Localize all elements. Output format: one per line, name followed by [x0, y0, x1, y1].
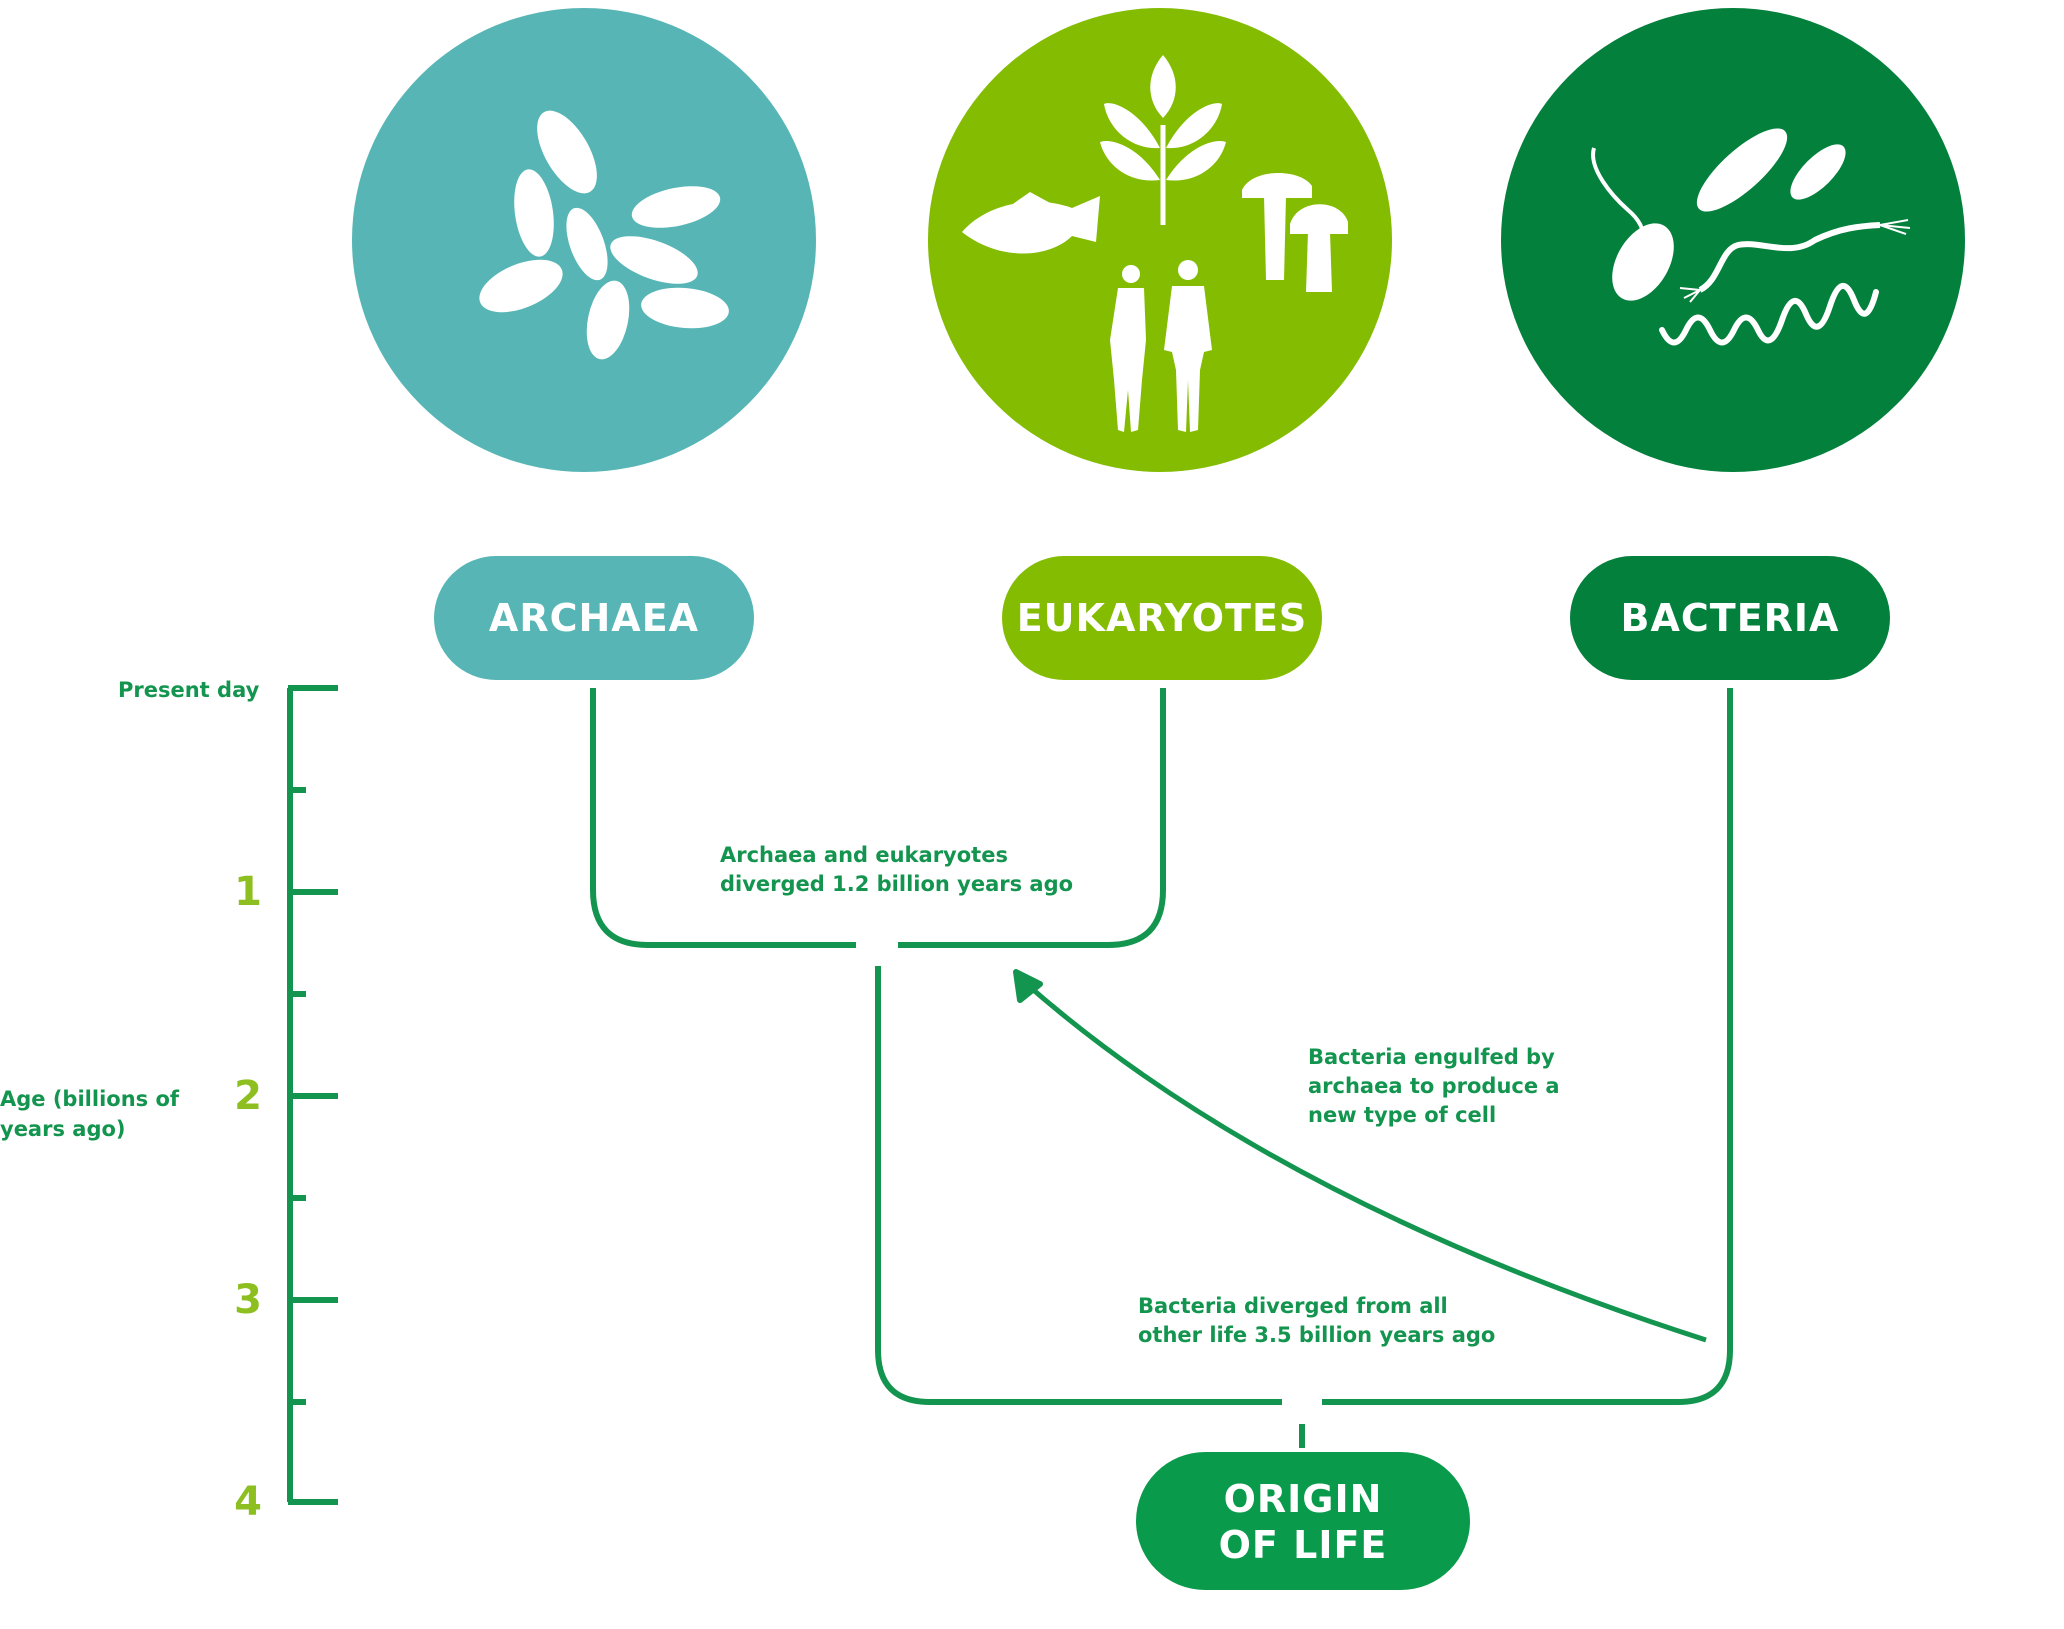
archaea-circle — [352, 8, 816, 472]
plant-fish-fungi-humans-icon — [962, 55, 1348, 432]
tick-label-3: 3 — [234, 1277, 262, 1323]
bacteria-split-branch — [875, 688, 1733, 1405]
engulfed-note-line1: Bacteria engulfed by — [1308, 1045, 1555, 1069]
time-axis: Present day 1 2 3 4 Age (billions of yea… — [0, 678, 338, 1525]
mushroom-icon — [1242, 172, 1348, 292]
archaea-cells-icon — [479, 110, 729, 360]
present-day-label: Present day — [118, 678, 260, 702]
eukaryotes-pill: EUKARYOTES — [1002, 556, 1322, 680]
archaea-label: ARCHAEA — [489, 596, 699, 640]
origin-label-line2: OF LIFE — [1219, 1523, 1388, 1567]
axis-title-line2: years ago) — [0, 1117, 126, 1141]
fish-icon — [962, 192, 1100, 254]
tick-label-2: 2 — [234, 1073, 262, 1119]
engulfed-note-line3: new type of cell — [1308, 1103, 1496, 1127]
archaea-eukaryotes-note-line1: Archaea and eukaryotes — [720, 843, 1008, 867]
plant-icon — [1100, 55, 1226, 225]
engulfed-note-line2: archaea to produce a — [1308, 1074, 1560, 1098]
archaea-eukaryotes-branch — [590, 688, 1166, 948]
humans-icon — [1110, 260, 1212, 432]
archaea-pill: ARCHAEA — [434, 556, 754, 680]
origin-of-life-pill: ORIGIN OF LIFE — [1136, 1452, 1470, 1590]
origin-label-line1: ORIGIN — [1224, 1477, 1383, 1521]
bacteria-icon — [1591, 128, 1911, 346]
tick-label-1: 1 — [234, 869, 262, 915]
bacteria-label: BACTERIA — [1621, 596, 1840, 640]
engulf-arrow — [1013, 969, 1707, 1343]
bacteria-note-line2: other life 3.5 billion years ago — [1138, 1323, 1495, 1347]
tree-branches — [590, 688, 1733, 1448]
tick-label-4: 4 — [234, 1479, 262, 1525]
eukaryotes-label: EUKARYOTES — [1017, 596, 1308, 640]
bacteria-circle — [1501, 8, 1965, 472]
bacteria-note-line1: Bacteria diverged from all — [1138, 1294, 1448, 1318]
eukaryotes-circle — [928, 8, 1392, 472]
axis-title-line1: Age (billions of — [0, 1087, 180, 1111]
archaea-eukaryotes-note-line2: diverged 1.2 billion years ago — [720, 872, 1073, 896]
bacteria-pill: BACTERIA — [1570, 556, 1890, 680]
